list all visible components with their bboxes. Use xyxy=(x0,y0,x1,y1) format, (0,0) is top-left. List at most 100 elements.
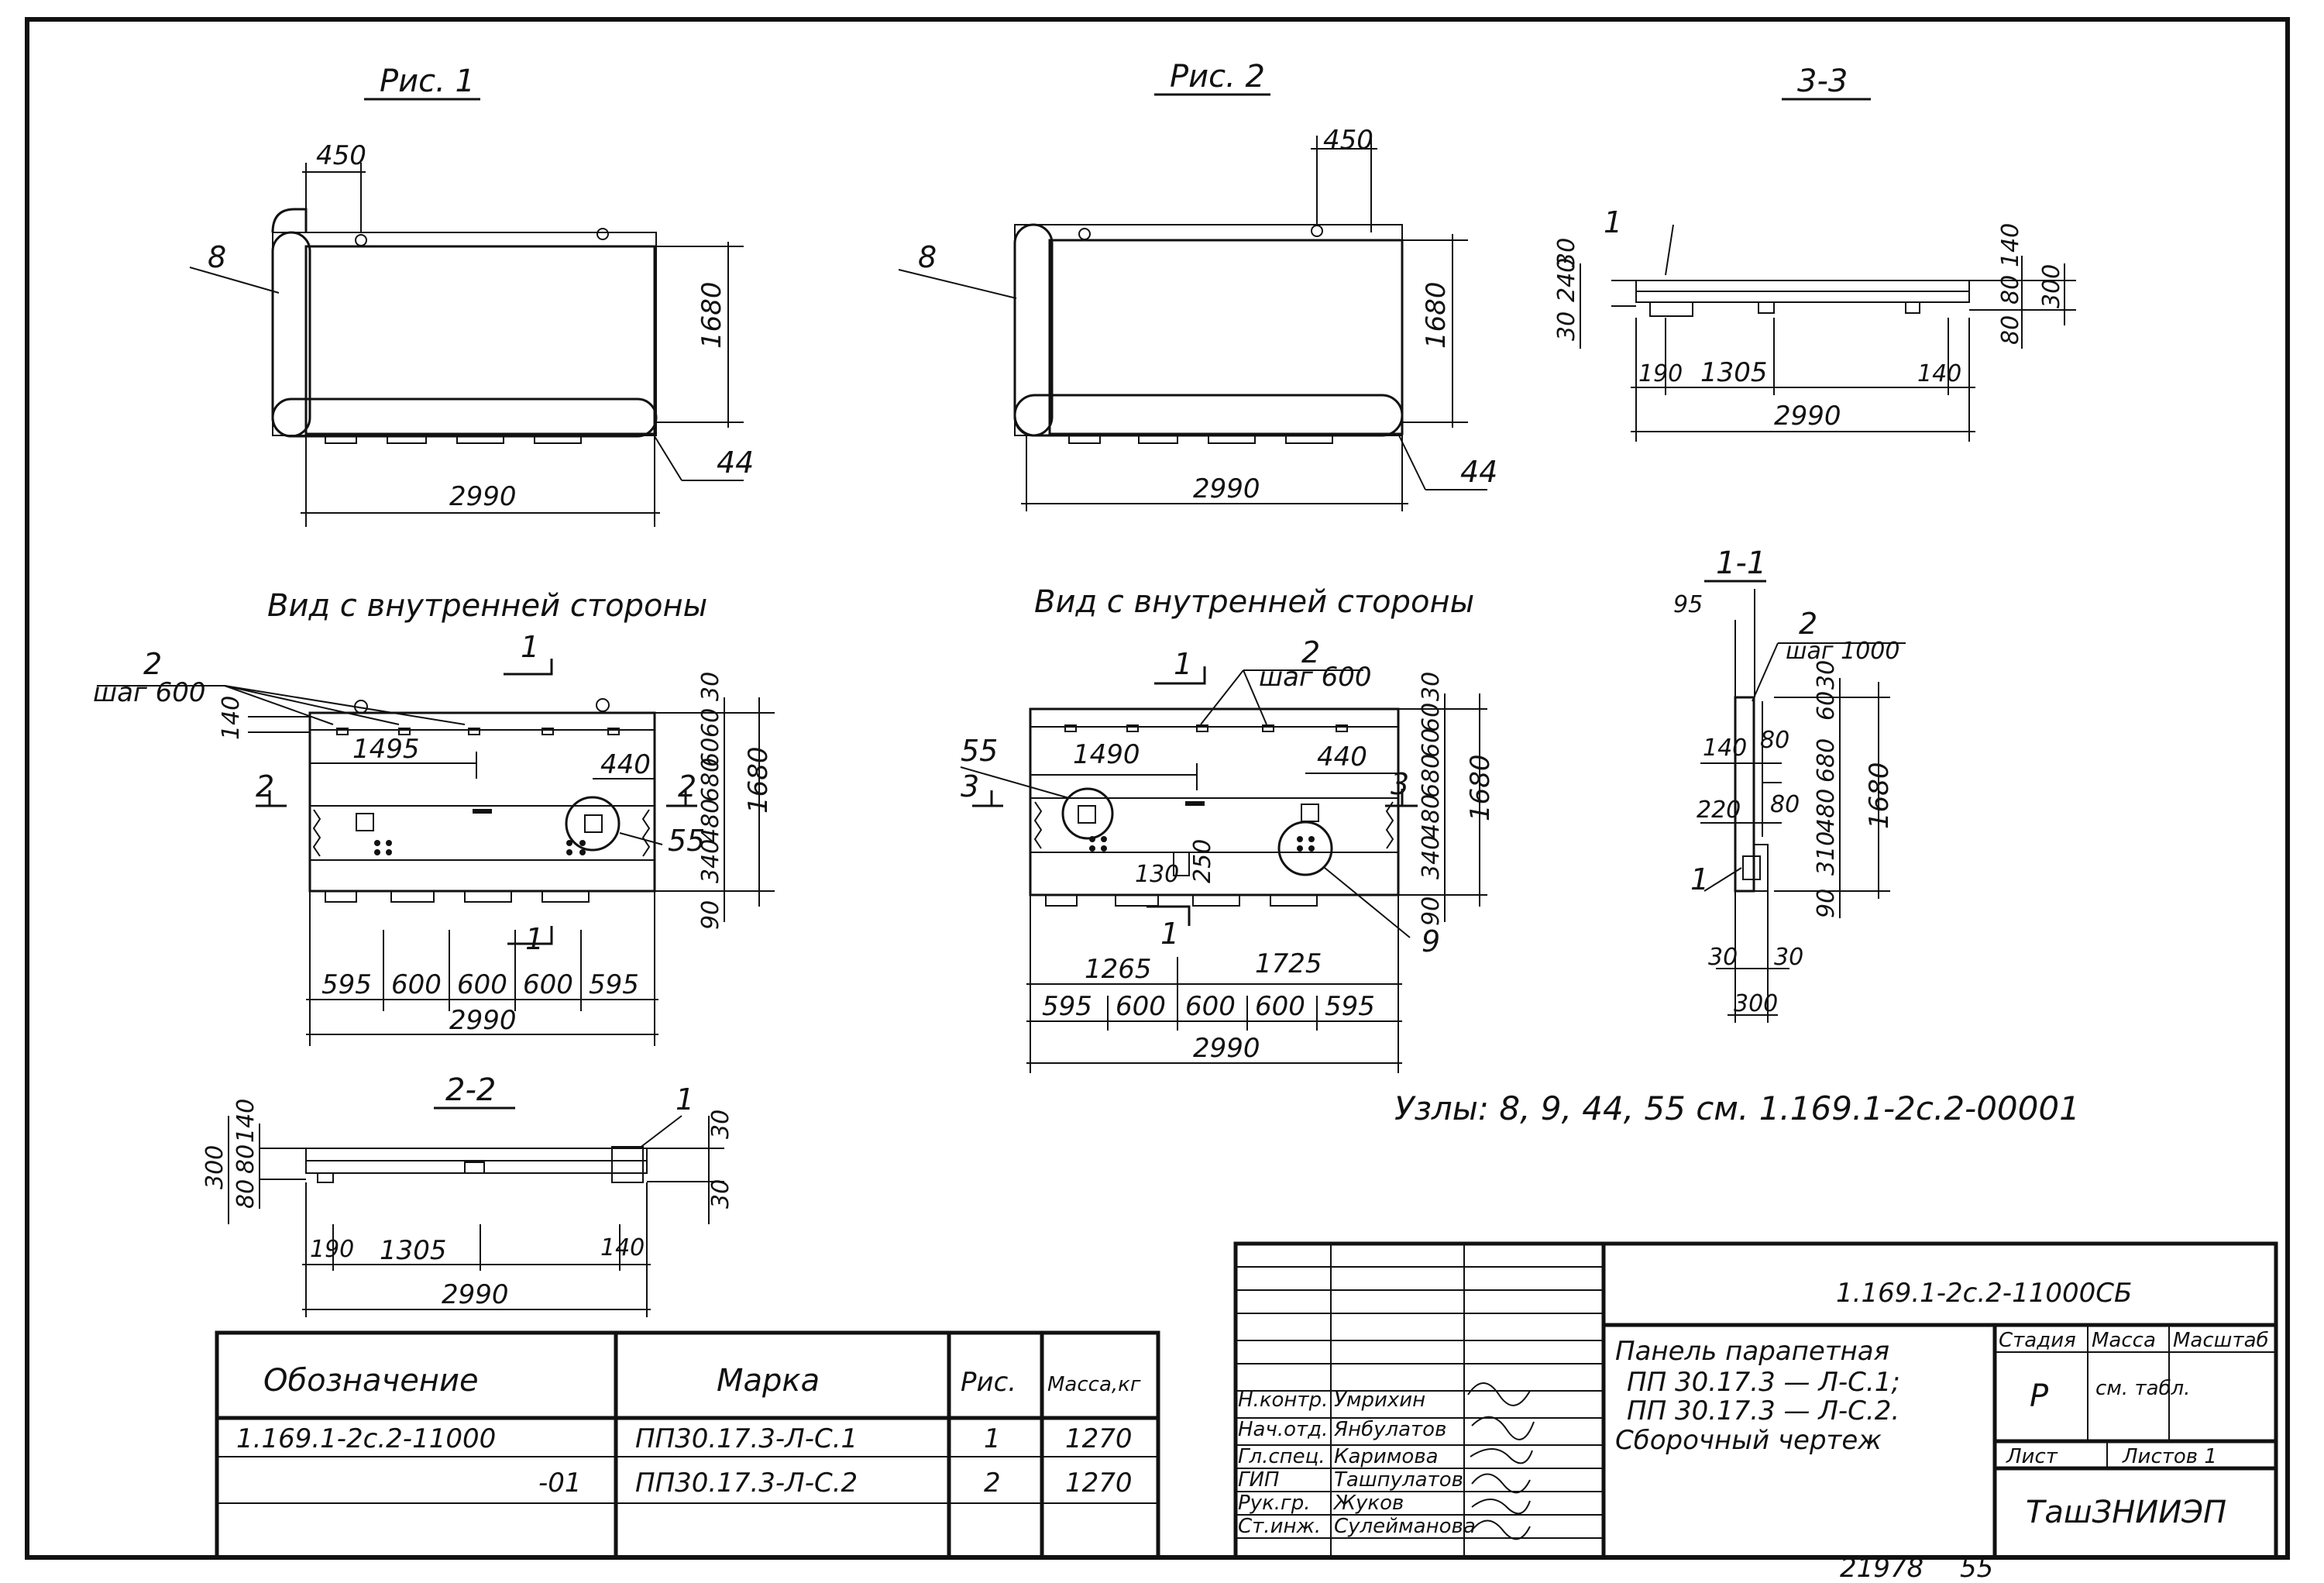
dim-450-fig2: 450 xyxy=(1323,125,1373,156)
dim-bottom-600a: 600 xyxy=(391,969,442,1000)
callout-44-fig2: 44 xyxy=(1460,455,1497,489)
pitch-1000: шаг 1000 xyxy=(1786,638,1899,665)
dim-right-340: 340 xyxy=(697,839,724,883)
dim-right-60a: 60 xyxy=(697,708,724,738)
dim-11-right-310: 310 xyxy=(1813,831,1840,876)
dim-250: 250 xyxy=(1189,839,1216,883)
callout-9: 9 xyxy=(1422,924,1440,958)
dim-1680-fig2: 1680 xyxy=(1421,281,1452,349)
dim-33-left-1: 240 xyxy=(1553,258,1580,302)
sig-role-5: Рук.гр. xyxy=(1238,1492,1310,1515)
callout-55-inner-1: 55 xyxy=(668,824,705,858)
cut-3-right: 3 xyxy=(1391,767,1409,801)
spec-row-1-mark: ПП30.17.3-Л-С.1 xyxy=(635,1423,858,1454)
inventory-number: 21978 xyxy=(1840,1553,1923,1583)
callout-1-section-1-1: 1 xyxy=(1690,862,1709,896)
sig-role-3: Гл.спец. xyxy=(1238,1445,1325,1468)
callout-8-fig2: 8 xyxy=(918,240,937,274)
scale-label: Масштаб xyxy=(2173,1329,2269,1352)
title-block: 1.169.1-2с.2-11000СБ Панель парапетная П… xyxy=(1233,1241,2278,1560)
dim-33-left-2: 30 xyxy=(1553,238,1580,267)
dim-right-60b: 60 xyxy=(697,738,724,767)
page-number: 55 xyxy=(1960,1553,1993,1583)
dim-22-right-30a: 30 xyxy=(707,1110,734,1139)
dim-right-90: 90 xyxy=(697,900,724,930)
dim-2990-inner-2: 2990 xyxy=(1193,1033,1260,1064)
dim-2990-fig2: 2990 xyxy=(1193,473,1260,504)
dim-1680: 1680 xyxy=(696,281,727,349)
dim-bottom-595b-inner-2: 595 xyxy=(1325,991,1375,1022)
sig-name-2: Янбулатов xyxy=(1333,1418,1446,1441)
spec-header-mark: Марка xyxy=(717,1363,820,1399)
spec-header-fig: Рис. xyxy=(961,1367,1016,1398)
inner-view-1-title: Вид с внутренней стороны xyxy=(267,588,707,624)
pitch-600: шаг 600 xyxy=(93,677,206,708)
dim-bottom-600b: 600 xyxy=(457,969,507,1000)
dim-bottom-595b: 595 xyxy=(589,969,639,1000)
section-2-2-title: 2-2 xyxy=(445,1072,496,1108)
inner-view-1: Вид с внутренней стороны 2 шаг 600 140 1… xyxy=(93,588,775,1046)
dim-22-left-80b: 80 xyxy=(232,1179,260,1209)
callout-1-section-2-2: 1 xyxy=(676,1082,694,1117)
dim-right-680-inner-2: 680 xyxy=(1418,754,1445,798)
dim-11-right-90: 90 xyxy=(1813,889,1840,918)
dim-33-right-1: 80 xyxy=(1997,275,2024,305)
spec-row-2-designation: -01 xyxy=(538,1468,582,1499)
callout-8: 8 xyxy=(208,240,226,274)
title-line-3: ПП 30.17.3 — Л-С.2. xyxy=(1627,1395,1899,1426)
dim-33-right-3: 300 xyxy=(2038,264,2065,308)
figure-2-panel: Рис. 2 8 44 450 1680 2990 xyxy=(898,59,1497,511)
spec-row-2-mass: 1270 xyxy=(1065,1468,1133,1499)
dim-right-30-inner-2: 30 xyxy=(1418,672,1445,701)
dim-1265: 1265 xyxy=(1085,954,1152,985)
inner-panel-outline xyxy=(308,711,656,893)
inner-view-2-title: Вид с внутренней стороны xyxy=(1034,584,1474,620)
dim-11-right-30: 30 xyxy=(1813,660,1840,690)
dim-11-right-60: 60 xyxy=(1813,691,1840,721)
cut-3-left: 3 xyxy=(961,769,979,804)
cut-1-bottom-inner-2: 1 xyxy=(1160,917,1179,951)
sig-role-1: Н.контр. xyxy=(1238,1389,1328,1412)
sig-role-2: Нач.отд. xyxy=(1238,1418,1328,1441)
dim-1490: 1490 xyxy=(1073,739,1140,770)
organization: ТашЗНИИЭП xyxy=(2026,1495,2226,1530)
cut-1-top-inner-2: 1 xyxy=(1174,647,1192,681)
dim-1680-inner-1: 1680 xyxy=(743,746,774,814)
dim-bottom-600a-inner-2: 600 xyxy=(1116,991,1166,1022)
dim-22-left-80a: 80 xyxy=(232,1144,260,1174)
dim-140-section-1-1: 140 xyxy=(1703,735,1747,762)
dim-190-section-2-2: 190 xyxy=(310,1236,354,1263)
pitch-600-inner-2: шаг 600 xyxy=(1259,662,1372,693)
sig-name-1: Умрихин xyxy=(1334,1389,1425,1412)
callout-1-section-3-3: 1 xyxy=(1604,205,1622,239)
sig-role-4: ГИП xyxy=(1238,1468,1280,1492)
sheet-label: Лист xyxy=(2006,1445,2058,1468)
callout-44: 44 xyxy=(717,446,754,480)
dim-right-340-inner-2: 340 xyxy=(1418,835,1445,879)
sig-name-4: Ташпулатов xyxy=(1334,1468,1463,1492)
dim-22-left-300: 300 xyxy=(201,1145,229,1189)
nodes-reference-note: Узлы: 8, 9, 44, 55 см. 1.169.1-2с.2-0000… xyxy=(1394,1089,2080,1127)
sig-role-6: Ст.инж. xyxy=(1238,1515,1321,1538)
cut-1-bottom: 1 xyxy=(525,922,544,956)
spec-row-1-designation: 1.169.1-2с.2-11000 xyxy=(236,1423,496,1454)
section-2-2: 2-2 1 140 80 80 300 30 30 190 1305 140 2… xyxy=(201,1072,734,1317)
title-line-2: ПП 30.17.3 — Л-С.1; xyxy=(1627,1367,1900,1398)
spec-row-1-fig: 1 xyxy=(984,1423,1001,1454)
section-1-1-title: 1-1 xyxy=(1716,545,1766,581)
dim-130: 130 xyxy=(1135,861,1179,888)
stage-label: Стадия xyxy=(1999,1329,2076,1352)
dim-1305-section-2-2: 1305 xyxy=(380,1235,447,1266)
dim-440-inner-2: 440 xyxy=(1317,742,1367,773)
dim-11-right-680: 680 xyxy=(1813,738,1840,783)
dim-220-section-1-1: 220 xyxy=(1697,797,1741,824)
dim-80b-section-1-1: 80 xyxy=(1770,791,1800,818)
sig-name-6: Сулейманова xyxy=(1334,1515,1476,1538)
dim-1680-inner-2: 1680 xyxy=(1465,754,1496,821)
dim-190-section-3-3: 190 xyxy=(1638,360,1683,387)
stage-value: Р xyxy=(2030,1378,2049,1414)
dim-440: 440 xyxy=(600,749,651,780)
dim-1680-section-1-1: 1680 xyxy=(1864,762,1895,829)
spec-row-2-mark: ПП30.17.3-Л-С.2 xyxy=(635,1468,858,1499)
spec-header-designation: Обозначение xyxy=(263,1363,479,1399)
